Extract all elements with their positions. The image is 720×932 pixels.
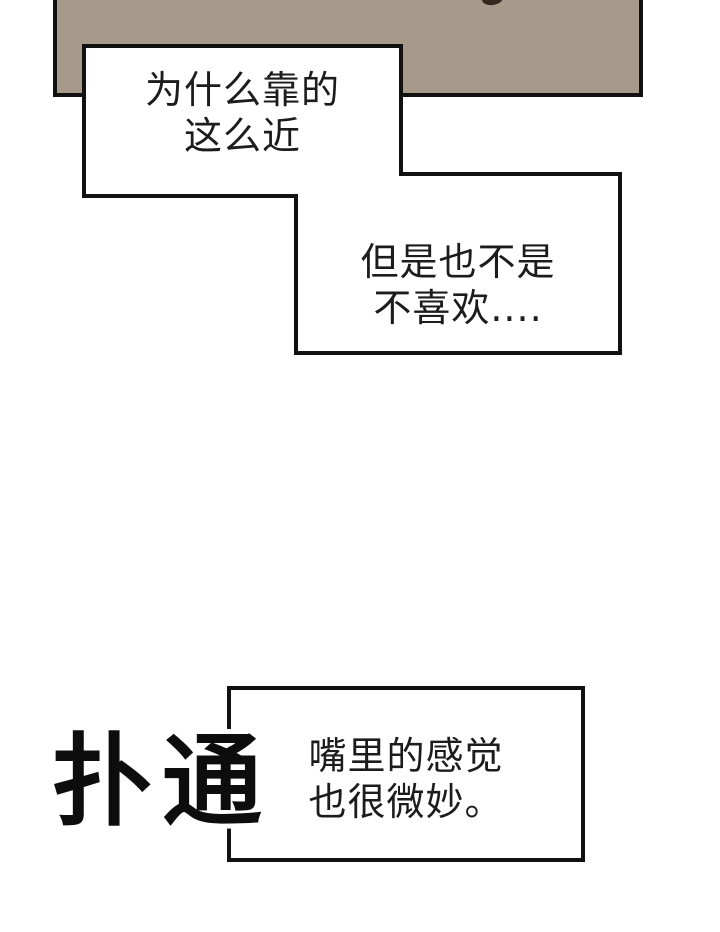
speech-bubble-2-line-2: 不喜欢.... <box>373 286 543 330</box>
sfx-text: 扑通 <box>52 723 272 840</box>
speech-bubble-2-line-1: 但是也不是 <box>360 240 556 284</box>
speech-bubble-3-line-2: 也很微妙。 <box>308 780 504 824</box>
caption-box <box>227 686 585 862</box>
speech-bubble-2: 但是也不是 不喜欢.... <box>296 239 620 331</box>
speech-bubble-1-line-2: 这么近 <box>183 114 301 158</box>
speech-bubble-1-line-1: 为什么靠的 <box>144 68 340 112</box>
speech-bubble-1: 为什么靠的 这么近 <box>84 67 401 159</box>
speech-bubble-3: 嘴里的感觉 也很微妙。 <box>227 733 585 825</box>
speech-bubble-3-line-1: 嘴里的感觉 <box>308 734 504 778</box>
